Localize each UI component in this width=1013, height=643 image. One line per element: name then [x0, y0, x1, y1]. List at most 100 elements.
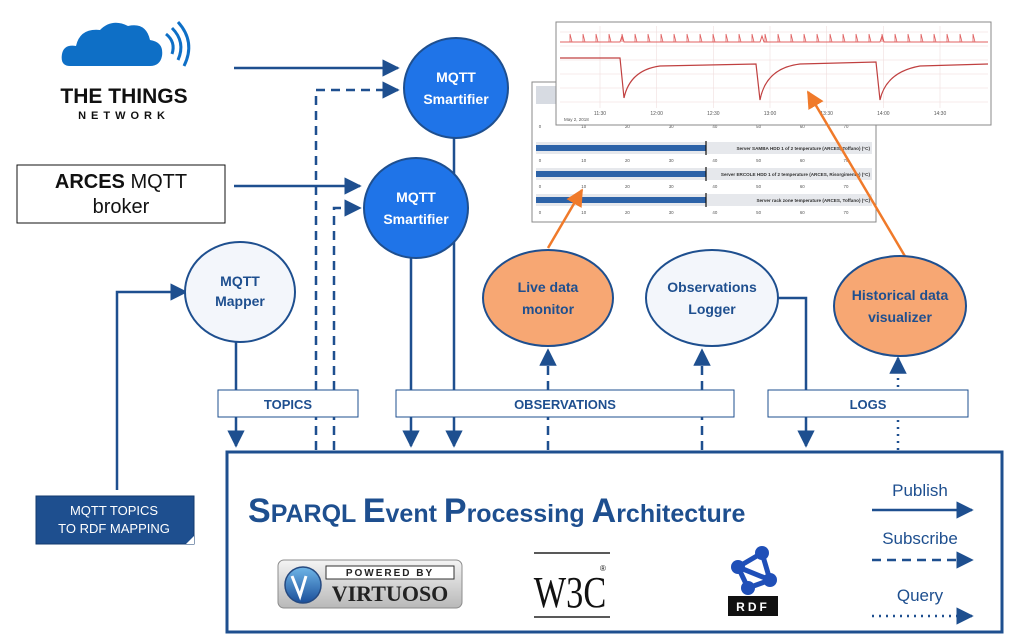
monitor-tick: 0 — [539, 184, 542, 189]
monitor-tick: 0 — [539, 210, 542, 215]
history-tick: 12:30 — [707, 111, 720, 117]
node-label: MQTT — [396, 189, 436, 205]
node-label: monitor — [522, 301, 575, 317]
logs-label: LOGS — [850, 397, 887, 412]
sepa-box — [225, 450, 1004, 634]
monitor-row-label: Server rack zone temperature (ARCES, Tof… — [756, 198, 870, 203]
monitor-bar-fill — [536, 145, 706, 151]
monitor-tick: 10 — [581, 124, 586, 129]
monitor-tick: 60 — [800, 158, 805, 163]
monitor-tick: 20 — [625, 124, 630, 129]
monitor-bar-fill — [536, 171, 706, 177]
node-label: Observations — [667, 279, 757, 295]
history-tick: 13:30 — [820, 111, 833, 117]
monitor-tick: 30 — [669, 124, 674, 129]
historical-visualizer-node[interactable]: Historical data visualizer — [833, 255, 967, 357]
visualization-arrows — [546, 90, 908, 259]
smartifier-bottom-node[interactable]: MQTT Smartifier — [363, 157, 469, 259]
history-tick: 14:30 — [934, 111, 947, 117]
monitor-tick: 20 — [625, 184, 630, 189]
node-label: visualizer — [868, 309, 932, 325]
monitor-tick: 20 — [625, 210, 630, 215]
title-word: vent — [386, 500, 444, 528]
node-label: Smartifier — [423, 91, 489, 107]
monitor-tick: 20 — [625, 158, 630, 163]
monitor-tick: 70 — [844, 124, 849, 129]
title-initial: E — [363, 492, 386, 530]
legend-query-label: Query — [897, 586, 944, 605]
ttn-subtitle: NETWORK — [78, 110, 170, 122]
w3c-wordmark: W3C — [534, 568, 606, 617]
live-monitor-node[interactable]: Live data monitor — [482, 249, 614, 347]
monitor-tick: 50 — [756, 124, 761, 129]
node-label: Smartifier — [383, 211, 449, 227]
monitor-tick: 0 — [539, 158, 542, 163]
history-spikes — [569, 33, 976, 43]
observations-label: OBSERVATIONS — [514, 397, 616, 412]
legend-subscribe-label: Subscribe — [882, 529, 958, 548]
legend-publish-label: Publish — [892, 481, 948, 500]
virtuoso-logo: POWERED BY VIRTUOSO — [277, 559, 463, 609]
rdf-label: RDF — [736, 600, 770, 614]
observations-logger-node[interactable]: Observations Logger — [645, 249, 779, 347]
history-date: May 2, 2018 — [564, 117, 589, 122]
monitor-tick: 50 — [756, 184, 761, 189]
node-label: MQTT — [220, 273, 260, 289]
node-label: Historical data — [852, 287, 949, 303]
monitor-tick: 70 — [844, 158, 849, 163]
monitor-tick: 30 — [669, 158, 674, 163]
monitor-tick: 40 — [712, 124, 717, 129]
virtuoso-powered-by: POWERED BY — [346, 568, 434, 579]
history-tick: 13:00 — [764, 111, 777, 117]
arces-broker: ARCES MQTT broker — [16, 164, 226, 224]
monitor-tick: 40 — [712, 210, 717, 215]
svg-text:ARCES MQTT: ARCES MQTT — [55, 171, 187, 193]
historical-chart-screenshot: 11:30 12:00 12:30 13:00 13:30 14:00 14:30 May … — [555, 21, 992, 126]
arces-mqtt-label: MQTT — [125, 171, 187, 193]
title-initial: P — [444, 492, 467, 530]
rdf-logo: RDF — [728, 546, 778, 616]
node-label: Mapper — [215, 293, 265, 309]
history-tick: 14:00 — [877, 111, 890, 117]
monitor-tick: 50 — [756, 210, 761, 215]
monitor-tick: 70 — [844, 210, 849, 215]
arces-label: ARCES — [55, 171, 125, 193]
mqtt-mapper-node[interactable]: MQTT Mapper — [184, 241, 296, 343]
logs-bar: LOGS — [767, 389, 969, 418]
title-word: rocessing — [467, 500, 592, 528]
monitor-tick: 30 — [669, 184, 674, 189]
monitor-tick: 40 — [712, 184, 717, 189]
title-word: PARQL — [271, 500, 363, 528]
node-label: Logger — [688, 301, 736, 317]
monitor-tick: 0 — [539, 124, 542, 129]
mapping-label: TO RDF MAPPING — [58, 521, 170, 536]
ttn-logo: THE THINGS NETWORK — [60, 20, 191, 122]
signal-icon — [165, 32, 175, 55]
monitor-tick: 10 — [581, 184, 586, 189]
title-word: rchitecture — [616, 500, 745, 528]
monitor-tick: 40 — [712, 158, 717, 163]
topics-label: TOPICS — [264, 397, 312, 412]
observations-bar: OBSERVATIONS — [395, 389, 735, 418]
monitor-bar-fill — [536, 197, 706, 203]
w3c-registered-mark: ® — [600, 564, 606, 573]
node-label: MQTT — [436, 69, 476, 85]
node-label: Live data — [518, 279, 579, 295]
topics-bar: TOPICS — [217, 389, 359, 418]
monitor-row-label: Server ERCOLE HDD 1 of 2 temperature (AR… — [721, 172, 871, 177]
smartifier-top-node[interactable]: MQTT Smartifier — [403, 37, 509, 139]
broker-label: broker — [93, 196, 150, 218]
history-tick: 12:00 — [650, 111, 663, 117]
title-initial: S — [248, 492, 271, 530]
topics-mapping-box: MQTT TOPICS TO RDF MAPPING — [35, 495, 195, 545]
mapping-label: MQTT TOPICS — [70, 503, 158, 518]
ttn-title: THE THINGS — [60, 85, 187, 108]
monitor-tick: 60 — [800, 210, 805, 215]
monitor-tick: 10 — [581, 158, 586, 163]
cloud-icon — [61, 22, 163, 66]
monitor-tick: 70 — [844, 184, 849, 189]
legend: Publish Subscribe Query — [872, 481, 974, 625]
monitor-tick: 50 — [756, 158, 761, 163]
history-tick: 11:30 — [594, 111, 606, 117]
monitor-tick: 60 — [800, 124, 805, 129]
